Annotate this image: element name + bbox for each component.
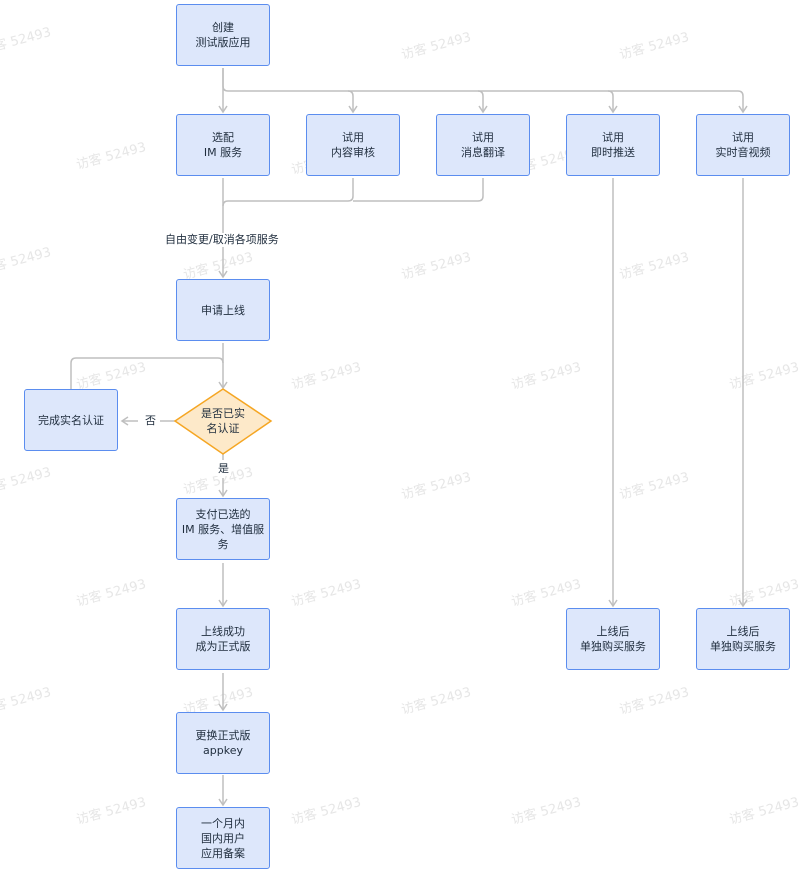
node-select-im: 选配 IM 服务 xyxy=(176,114,270,176)
node-trial-translate: 试用 消息翻译 xyxy=(436,114,530,176)
realname-check-diamond xyxy=(173,388,273,455)
node-push-after-launch: 上线后 单独购买服务 xyxy=(566,608,660,670)
edge-trial-moderation-merge xyxy=(222,178,354,207)
edge-complete-realname-loop xyxy=(70,357,224,389)
edge-branch-to-trial-moderation xyxy=(347,90,358,114)
edge-label-yes: 是 xyxy=(216,462,231,476)
node-filing: 一个月内 国内用户 应用备案 xyxy=(176,807,270,869)
node-trial-moderation: 试用 内容审核 xyxy=(306,114,400,176)
node-realname-check: 是否已实 名认证 xyxy=(201,407,245,435)
edge-branch-to-trial-push xyxy=(607,90,618,114)
edge-label-change-services: 自由变更/取消各项服务 xyxy=(163,233,281,247)
node-online-success: 上线成功 成为正式版 xyxy=(176,608,270,670)
node-apply-online: 申请上线 xyxy=(176,279,270,341)
node-replace-appkey: 更换正式版 appkey xyxy=(176,712,270,774)
edge-label-no: 否 xyxy=(143,414,158,428)
edge-branch-to-trial-translate xyxy=(477,90,488,114)
node-trial-av: 试用 实时音视频 xyxy=(696,114,790,176)
edge-create-to-trial-branch xyxy=(222,68,748,114)
node-trial-push: 试用 即时推送 xyxy=(566,114,660,176)
node-pay: 支付已选的 IM 服务、增值服务 xyxy=(176,498,270,560)
edge-trial-translate-merge xyxy=(353,178,484,202)
node-av-after-launch: 上线后 单独购买服务 xyxy=(696,608,790,670)
node-complete-realname: 完成实名认证 xyxy=(24,389,118,451)
node-create-test-app: 创建 测试版应用 xyxy=(176,4,270,66)
